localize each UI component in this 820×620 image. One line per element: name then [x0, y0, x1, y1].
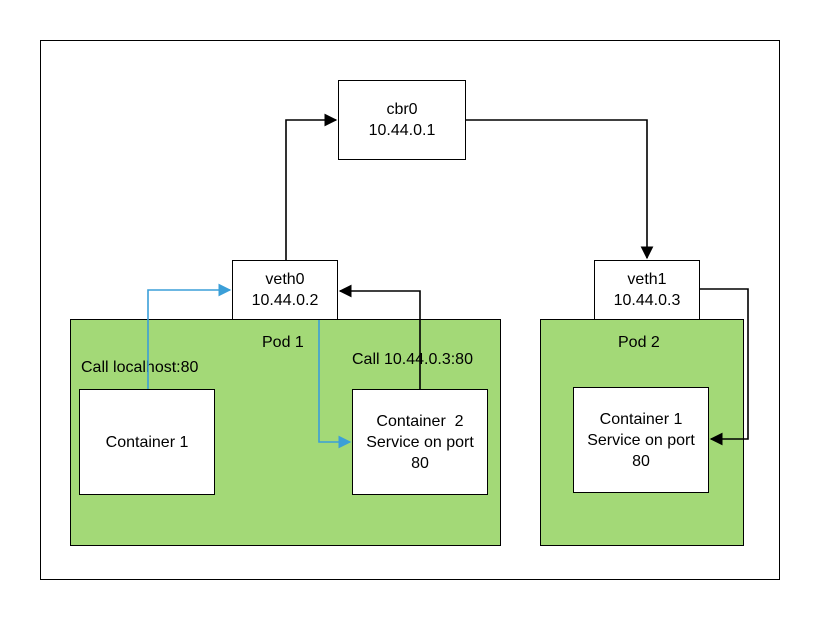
pod-1-container-2-service: Service on port [366, 433, 474, 451]
link-veth0-to-cbr0 [285, 113, 338, 260]
loopback-path-in [318, 320, 352, 449]
pod-2-container-1-name: Container 1 [599, 410, 683, 428]
veth1-ip: 10.44.0.3 [613, 292, 681, 309]
loopback-path-out [147, 283, 232, 389]
pod-1-container-2: Container 2 Service on port 80 [352, 389, 488, 495]
pod-2-container-1-port: 80 [632, 452, 650, 470]
pod-1-container-2-port: 80 [411, 454, 429, 472]
pod-2-container-1-service: Service on port [587, 431, 695, 449]
veth0-name: veth0 [265, 271, 305, 288]
veth1-name: veth1 [627, 271, 667, 288]
pod-2-container-1: Container 1 Service on port 80 [573, 387, 709, 493]
pod-1-container-1-label: Container 1 [105, 433, 189, 451]
veth1-interface: veth1 10.44.0.3 [594, 260, 700, 320]
call-localhost-label: Call localhost:80 [81, 359, 199, 376]
bridge-cbr0: cbr0 10.44.0.1 [338, 80, 466, 160]
pod-1-title: Pod 1 [262, 334, 304, 351]
node-frame [40, 40, 780, 580]
pod-2-title: Pod 2 [618, 334, 660, 351]
veth0-ip: 10.44.0.2 [251, 292, 319, 309]
veth0-interface: veth0 10.44.0.2 [232, 260, 338, 320]
pod-1-container-2-name: Container 2 [376, 412, 464, 430]
link-cbr0-to-veth1 [466, 119, 654, 260]
bridge-name: cbr0 [386, 101, 418, 118]
bridge-ip: 10.44.0.1 [368, 122, 436, 139]
pod-1-container-1: Container 1 [79, 389, 215, 495]
call-remote-label: Call 10.44.0.3:80 [352, 351, 473, 368]
link-container2-to-veth0 [338, 284, 421, 389]
link-veth1-to-pod2-container [700, 288, 749, 446]
